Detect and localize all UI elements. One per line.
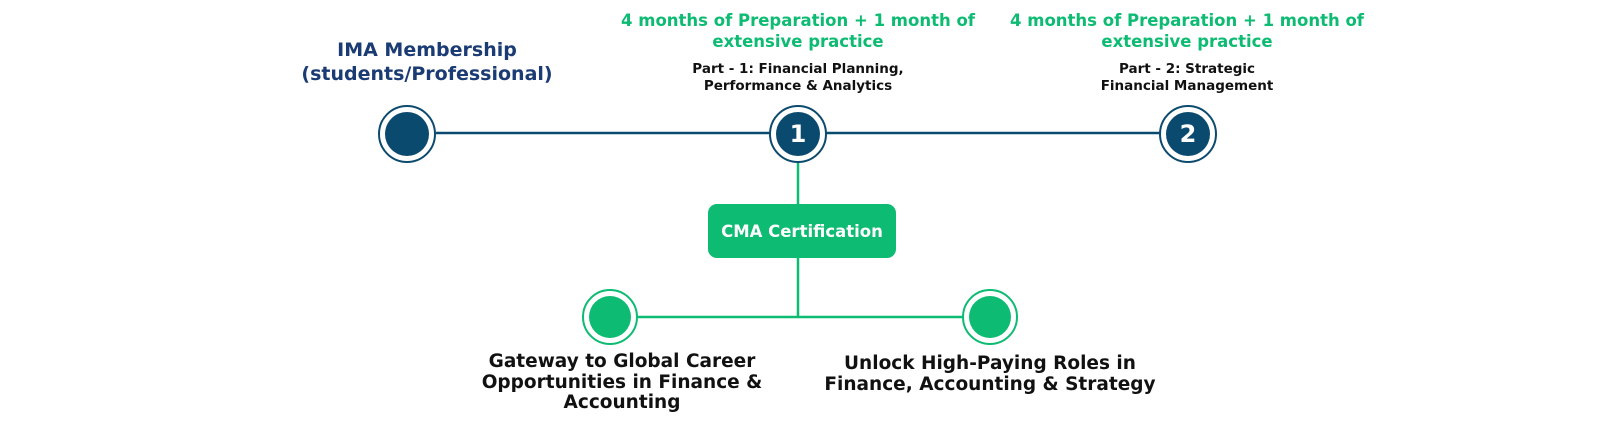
part2-name-line1: Part - 2: Strategic	[1118, 61, 1256, 77]
part1-duration-line2: extensive practice	[712, 31, 884, 51]
outcome-high-paying-roles-line2: Finance, Accounting & Strategy	[824, 373, 1156, 395]
part1-duration: 4 months of Preparation + 1 month of ext…	[618, 11, 978, 52]
membership-title-line1: IMA Membership	[337, 39, 517, 61]
part1-name-line2: Performance & Analytics	[703, 77, 893, 94]
outcome-high-paying-roles-label: Unlock High-Paying Roles in Finance, Acc…	[815, 353, 1165, 395]
part1-duration-line1: 4 months of Preparation + 1 month of	[621, 11, 975, 30]
membership-title-line2: (students/Professional)	[301, 62, 553, 85]
outcome-global-career-label: Gateway to Global Career Opportunities i…	[462, 351, 782, 414]
membership-node-dot	[385, 112, 429, 156]
part1-name: Part - 1: Financial Planning, Performanc…	[648, 61, 948, 95]
outcome-node-global-career	[582, 289, 638, 345]
cma-certification-box: CMA Certification	[708, 204, 896, 258]
outcome-global-career-line2: Opportunities in Finance &	[481, 371, 763, 393]
part2-step-number: 2	[1166, 112, 1210, 156]
membership-title: IMA Membership (students/Professional)	[287, 39, 567, 87]
outcome-node-global-career-dot	[589, 296, 631, 338]
outcome-global-career-line3: Accounting	[563, 392, 681, 414]
outcome-node-high-paying-roles-dot	[969, 296, 1011, 338]
part2-node: 2	[1159, 105, 1217, 163]
outcome-global-career-line1: Gateway to Global Career	[488, 351, 756, 372]
outcome-high-paying-roles-line1: Unlock High-Paying Roles in	[844, 353, 1136, 374]
part1-node: 1	[769, 105, 827, 163]
outcome-node-high-paying-roles	[962, 289, 1018, 345]
part2-duration-line2: extensive practice	[1101, 31, 1273, 51]
part2-name: Part - 2: Strategic Financial Management	[1037, 61, 1337, 95]
part1-step-number: 1	[776, 112, 820, 156]
part2-duration: 4 months of Preparation + 1 month of ext…	[1007, 11, 1367, 52]
part1-name-line1: Part - 1: Financial Planning,	[692, 61, 904, 77]
membership-node	[378, 105, 436, 163]
part2-name-line2: Financial Management	[1100, 77, 1274, 94]
part2-duration-line1: 4 months of Preparation + 1 month of	[1010, 11, 1364, 30]
